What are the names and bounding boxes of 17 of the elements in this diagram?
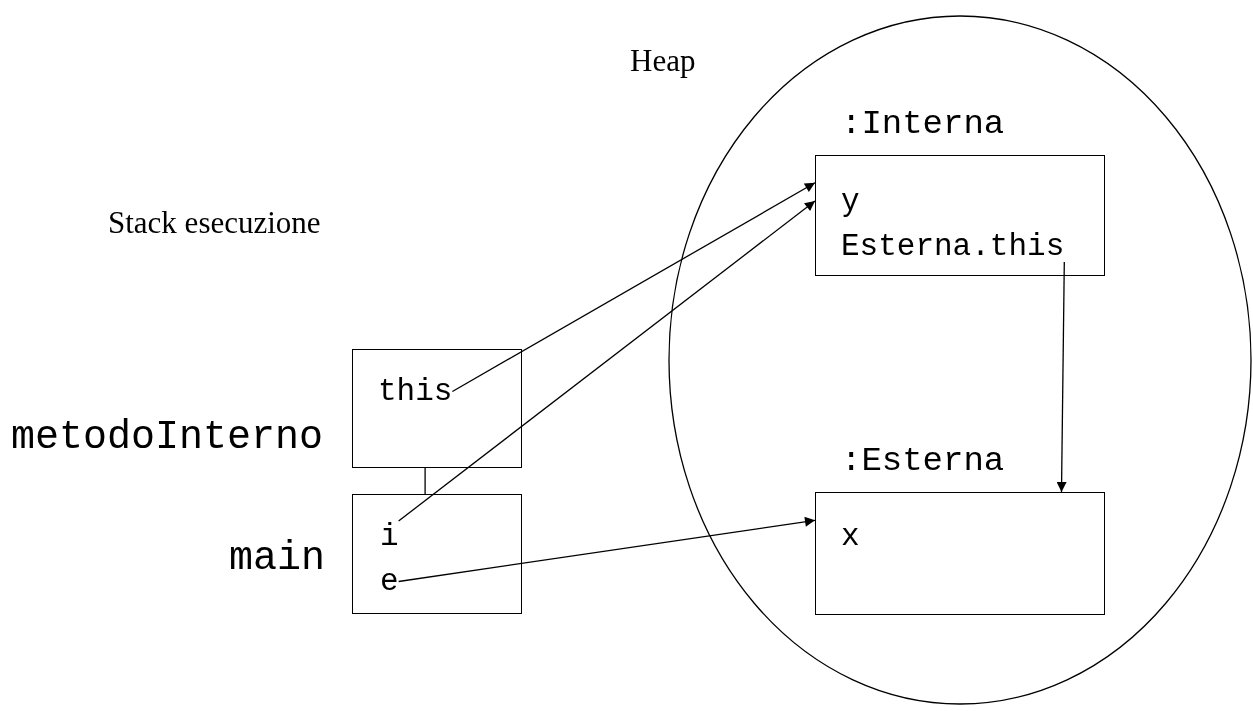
field-name: x bbox=[841, 521, 860, 552]
frame-label: metodoInterno bbox=[11, 418, 324, 458]
stack-label: Stack esecuzione bbox=[108, 207, 321, 238]
arrow bbox=[1056, 261, 1067, 493]
heap-label: Heap bbox=[630, 45, 696, 76]
variable-name: e bbox=[380, 566, 399, 597]
field-name: Esterna.this bbox=[841, 231, 1065, 262]
variable-name: this bbox=[378, 376, 453, 407]
arrow bbox=[397, 516, 816, 583]
field-name: y bbox=[841, 186, 860, 217]
arrow bbox=[397, 200, 816, 522]
object-label: :Esterna bbox=[841, 444, 1005, 478]
arrow bbox=[451, 182, 816, 393]
variable-name: i bbox=[380, 521, 399, 552]
object-label: :Interna bbox=[841, 107, 1005, 141]
frame-label: main bbox=[229, 539, 325, 579]
connector-line bbox=[424, 467, 426, 495]
